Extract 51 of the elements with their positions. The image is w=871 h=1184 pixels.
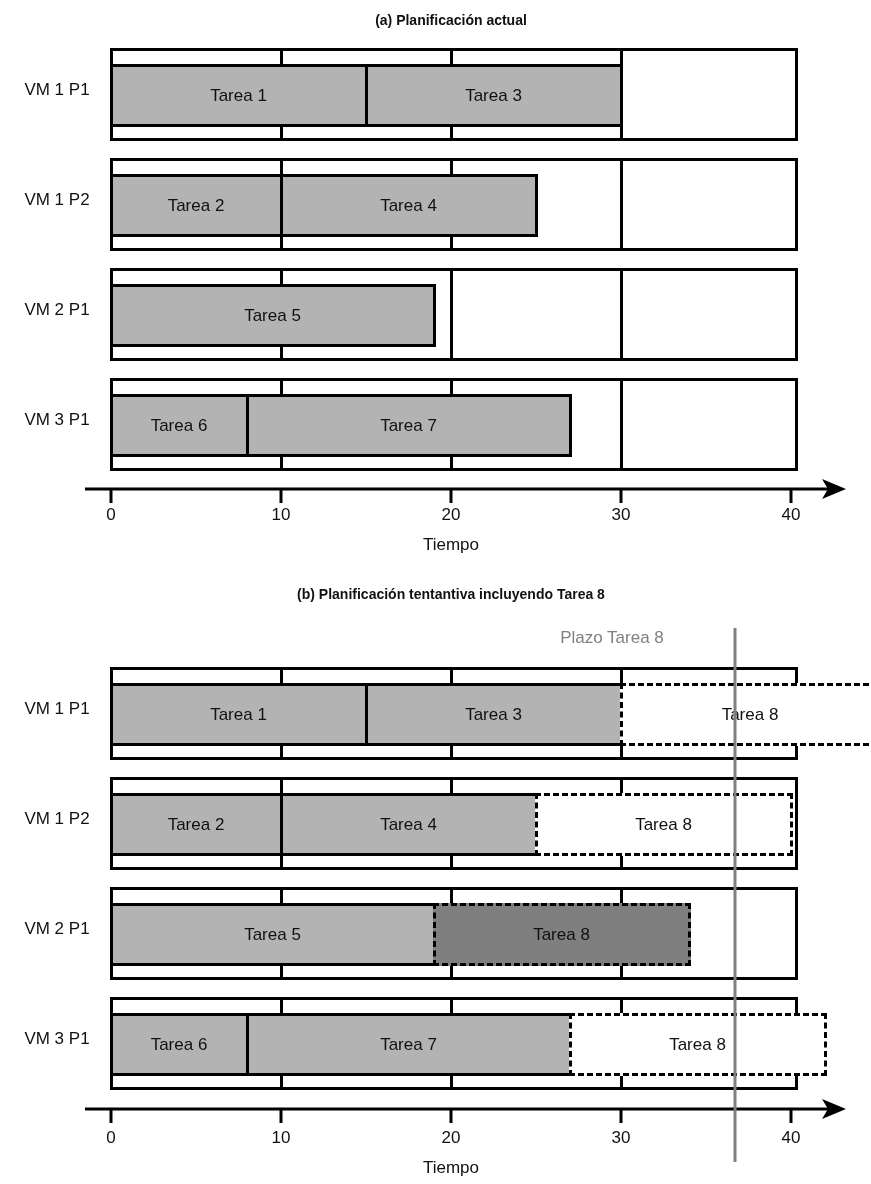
- task-bar: [619, 683, 871, 746]
- timeline-row: [109, 268, 798, 361]
- tick-label: 40: [781, 1128, 801, 1148]
- tick-label: 20: [441, 1128, 461, 1148]
- task-bar: [568, 1013, 827, 1076]
- row-label: VM 2 P1: [24, 919, 90, 939]
- row-label: VM 1 P1: [24, 699, 90, 719]
- task-label: Tarea 8: [635, 814, 692, 835]
- tick-label: 0: [106, 505, 116, 525]
- row-label: VM 1 P2: [24, 190, 90, 210]
- task-label: Tarea 8: [721, 704, 779, 725]
- task-label: Tarea 1: [210, 85, 267, 106]
- tick-label: 10: [271, 1128, 291, 1148]
- row-label: VM 3 P1: [24, 410, 90, 430]
- task-bar: [432, 903, 691, 966]
- timeline-row: [109, 887, 798, 980]
- task-label: Tarea 6: [150, 1034, 208, 1055]
- task-label: Tarea 1: [210, 704, 267, 725]
- tick-label: 20: [441, 505, 461, 525]
- row-label: VM 3 P1: [24, 1029, 90, 1049]
- axis-title: Tiempo: [422, 535, 480, 555]
- timeline-row: [109, 777, 798, 870]
- task-label: Tarea 4: [380, 195, 437, 216]
- tick-label: 0: [106, 1128, 116, 1148]
- row-label: VM 1 P1: [24, 80, 90, 100]
- axis-title: Tiempo: [422, 1158, 480, 1178]
- timeline-row: [109, 378, 798, 471]
- task-label: Tarea 5: [244, 305, 301, 326]
- timeline-row: [109, 48, 798, 141]
- row-label: VM 1 P2: [24, 809, 90, 829]
- tick-label: 30: [611, 505, 631, 525]
- task-label: Tarea 2: [167, 814, 225, 835]
- row-label: VM 2 P1: [24, 300, 90, 320]
- task-label: Tarea 2: [167, 195, 225, 216]
- task-label: Tarea 6: [150, 415, 208, 436]
- task-label: Tarea 5: [244, 924, 301, 945]
- task-label: Tarea 8: [669, 1034, 726, 1055]
- tick-label: 10: [271, 505, 291, 525]
- task-bar: [534, 793, 793, 856]
- task-label: Tarea 3: [465, 704, 522, 725]
- deadline-label: Plazo Tarea 8: [560, 628, 664, 648]
- task-label: Tarea 4: [380, 814, 437, 835]
- task-label: Tarea 8: [533, 924, 590, 945]
- panel-title: (b) Planificación tentantiva incluyendo Tarea 8: [297, 586, 605, 602]
- tick-label: 30: [611, 1128, 631, 1148]
- timeline-row: [109, 158, 798, 251]
- panel-title: (a) Planificación actual: [375, 12, 527, 28]
- tick-label: 40: [781, 505, 801, 525]
- task-label: Tarea 7: [380, 1034, 437, 1055]
- task-label: Tarea 3: [465, 85, 522, 106]
- task-label: Tarea 7: [380, 415, 437, 436]
